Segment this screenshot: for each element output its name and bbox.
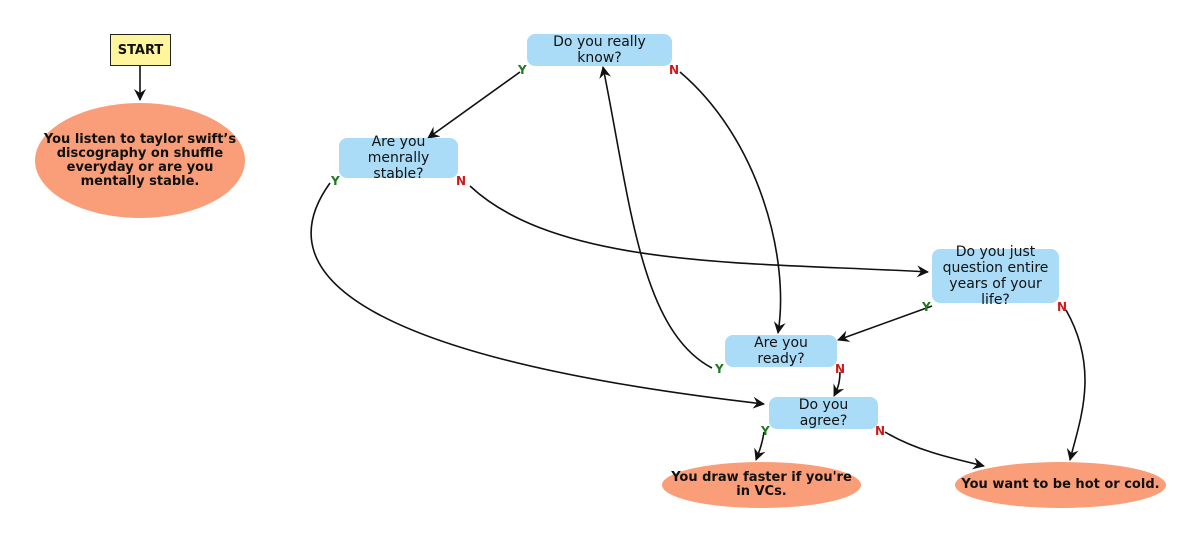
edge-know-yes-to-stable — [427, 71, 521, 139]
question-really-know: Do you really know? — [527, 34, 672, 66]
label-just-yes: Y — [922, 300, 931, 314]
edge-just-yes-to-ready — [837, 305, 933, 342]
question-just-question: Do you just question entire years of you… — [932, 244, 1059, 308]
label-agree-yes: Y — [761, 424, 770, 438]
edge-agree-yes-to-draw — [754, 431, 766, 461]
label-stable-yes: Y — [331, 174, 340, 188]
outcome-draw-faster: You draw faster if you're in VCs. — [662, 462, 861, 508]
label-know-yes: Y — [518, 63, 527, 77]
label-ready-yes: Y — [715, 362, 724, 376]
question-ready: Are you ready? — [725, 335, 837, 367]
question-mentally-stable: Are you menrally stable? — [339, 134, 458, 182]
edge-just-no-to-hot — [1065, 309, 1086, 461]
edge-stable-no-to-just — [469, 185, 929, 278]
edge-ready-yes-to-know — [599, 66, 713, 369]
listen-outcome-node: You listen to taylor swift’s discography… — [35, 103, 245, 218]
label-know-no: N — [669, 63, 680, 77]
label-ready-no: N — [835, 362, 846, 376]
outcome-hot-or-cold: You want to be hot or cold. — [955, 462, 1166, 508]
label-agree-no: N — [875, 424, 886, 438]
question-agree: Do you agree? — [769, 397, 878, 429]
label-just-no: N — [1057, 300, 1068, 314]
start-node: START — [110, 34, 171, 66]
label-stable-no: N — [456, 174, 467, 188]
edge-stable-yes-to-agree — [310, 182, 765, 409]
edge-ready-no-to-agree — [833, 371, 845, 397]
edge-agree-no-to-hot — [884, 431, 985, 470]
edge-know-no-to-ready — [679, 71, 786, 334]
